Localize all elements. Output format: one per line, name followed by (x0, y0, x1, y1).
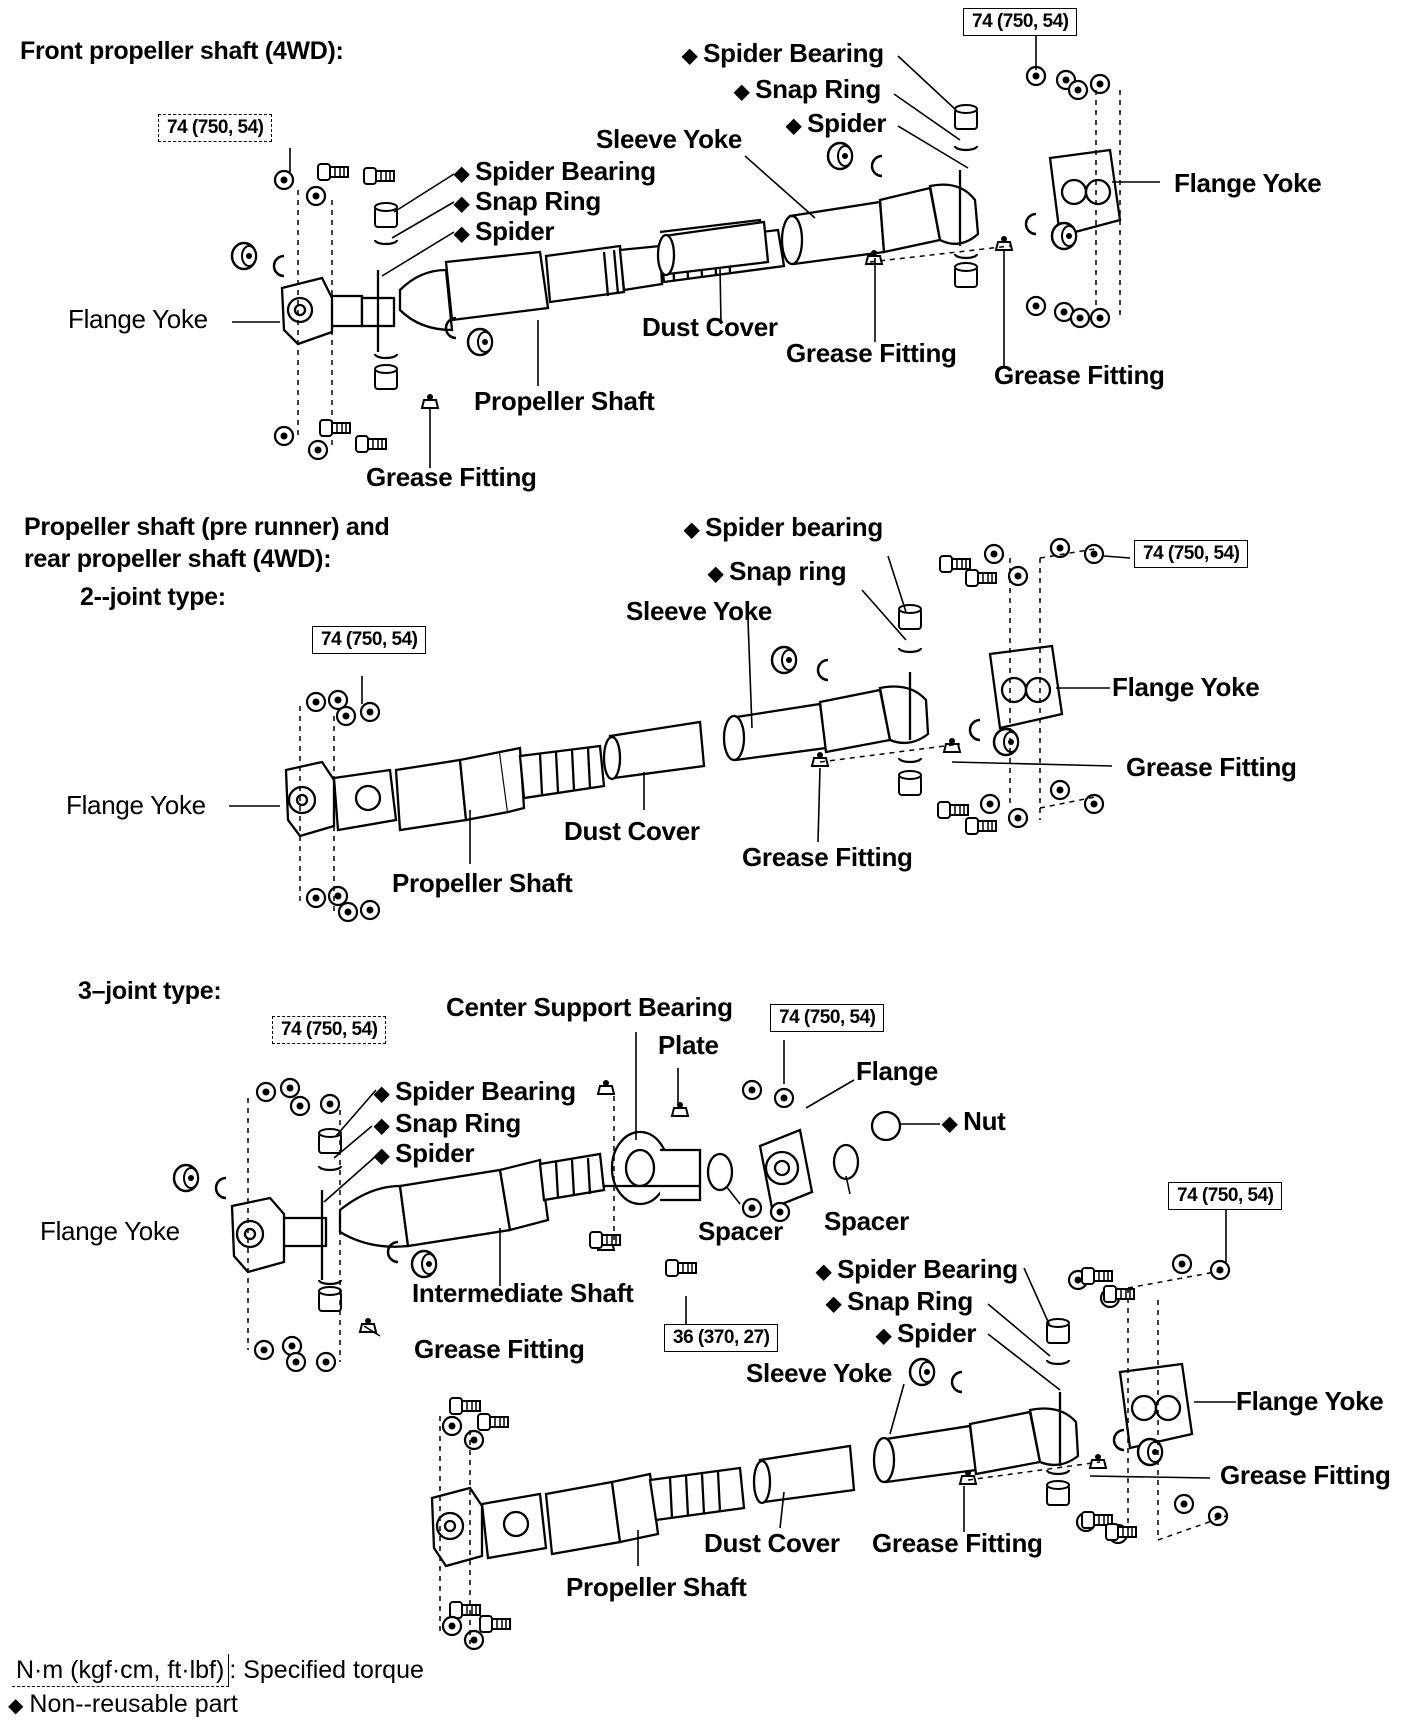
label-snap-ring: ◆Snap ring (708, 556, 847, 586)
label-grease-fitting: Grease Fitting (414, 1334, 585, 1364)
label-flange-yoke: Flange Yoke (68, 304, 208, 334)
nonreusable-marker: ◆ (734, 81, 750, 103)
label-spider-bearing: ◆Spider bearing (684, 512, 883, 542)
torque-box: 74 (750, 54) (312, 626, 427, 654)
guide-lines (247, 90, 1227, 1644)
heading-rear-line1: Propeller shaft (pre runner) and (24, 513, 390, 541)
legend-torque: N·m (kgf·cm, ft·lbf): Specified torque (12, 1654, 424, 1687)
label-grease-fitting: Grease Fitting (994, 360, 1165, 390)
label-spider-bearing: ◆Spider Bearing (454, 156, 656, 186)
three-joint-shaft (230, 1110, 1194, 1568)
label-snap-ring: ◆Snap Ring (454, 186, 601, 216)
label-grease-fitting: Grease Fitting (742, 842, 913, 872)
nonreusable-marker: ◆ (374, 1145, 390, 1167)
label-flange-yoke: Flange Yoke (1236, 1386, 1384, 1416)
torque-box: 74 (750, 54) (1134, 540, 1249, 568)
label-spider-bearing: ◆Spider Bearing (816, 1254, 1018, 1284)
label-grease-fitting: Grease Fitting (1126, 752, 1297, 782)
label-snap-ring: ◆Snap Ring (826, 1286, 973, 1316)
label-sleeve-yoke: Sleeve Yoke (626, 596, 773, 626)
label-flange-yoke: Flange Yoke (1112, 672, 1260, 702)
nonreusable-marker: ◆ (454, 223, 470, 245)
label-sleeve-yoke: Sleeve Yoke (746, 1358, 893, 1388)
label-spider: ◆Spider (876, 1318, 977, 1348)
nonreusable-marker: ◆ (826, 1293, 842, 1315)
nonreusable-marker: ◆ (876, 1325, 892, 1347)
heading-rear-line2: rear propeller shaft (4WD): (24, 545, 332, 573)
nonreusable-marker: ◆ (8, 1695, 24, 1717)
torque-box: 74 (750, 54) (963, 8, 1078, 36)
torque-box: 74 (750, 54) (770, 1004, 885, 1032)
label-spider-bearing: ◆Spider Bearing (682, 38, 884, 68)
heading-front: Front propeller shaft (4WD): (20, 37, 344, 65)
label-flange-yoke: Flange Yoke (1174, 168, 1322, 198)
label-snap-ring: ◆Snap Ring (374, 1108, 521, 1138)
label-spider-bearing: ◆Spider Bearing (374, 1076, 576, 1106)
label-flange: Flange (856, 1056, 938, 1086)
nonreusable-marker: ◆ (454, 193, 470, 215)
nonreusable-marker: ◆ (942, 1113, 958, 1135)
nonreusable-marker: ◆ (708, 563, 724, 585)
label-sleeve-yoke: Sleeve Yoke (596, 124, 743, 154)
heading-two-joint: 2--joint type: (80, 583, 226, 611)
label-spider: ◆Spider (786, 108, 887, 138)
legend-torque-text: : Specified torque (229, 1656, 424, 1684)
label-nut: ◆Nut (942, 1106, 1006, 1136)
label-spider: ◆Spider (374, 1138, 475, 1168)
label-grease-fitting: Grease Fitting (872, 1528, 1043, 1558)
torque-box: 74 (750, 54) (272, 1016, 387, 1044)
label-snap-ring: ◆Snap Ring (734, 74, 881, 104)
nonreusable-marker: ◆ (374, 1083, 390, 1105)
nonreusable-marker: ◆ (684, 519, 700, 541)
nonreusable-marker: ◆ (816, 1261, 832, 1283)
label-center-support-bearing: Center Support Bearing (446, 992, 733, 1022)
nonreusable-marker: ◆ (454, 163, 470, 185)
label-grease-fitting: Grease Fitting (366, 462, 537, 492)
legend-torque-unit: N·m (kgf·cm, ft·lbf) (12, 1654, 230, 1687)
label-spacer: Spacer (824, 1206, 909, 1236)
label-flange-yoke: Flange Yoke (66, 790, 206, 820)
legend-nonreusable: ◆Non--reusable part (8, 1688, 238, 1722)
label-flange-yoke: Flange Yoke (40, 1216, 180, 1246)
label-plate: Plate (658, 1030, 719, 1060)
legend-nonreusable-text: Non--reusable part (29, 1690, 238, 1718)
nonreusable-marker: ◆ (786, 115, 802, 137)
torque-box: 74 (750, 54) (158, 114, 273, 142)
nonreusable-marker: ◆ (374, 1115, 390, 1137)
torque-box: 36 (370, 27) (664, 1324, 779, 1352)
torque-box: 74 (750, 54) (1168, 1182, 1283, 1210)
label-intermediate-shaft: Intermediate Shaft (412, 1278, 634, 1308)
label-spider: ◆Spider (454, 216, 555, 246)
label-spacer: Spacer (698, 1216, 783, 1246)
label-propeller-shaft: Propeller Shaft (392, 868, 573, 898)
two-joint-shaft (284, 644, 1064, 838)
label-grease-fitting: Grease Fitting (1220, 1460, 1391, 1490)
nonreusable-marker: ◆ (682, 45, 698, 67)
label-dust-cover: Dust Cover (704, 1528, 840, 1558)
label-dust-cover: Dust Cover (564, 816, 700, 846)
label-propeller-shaft: Propeller Shaft (566, 1572, 747, 1602)
label-grease-fitting: Grease Fitting (786, 338, 957, 368)
leader-lines (229, 34, 1236, 1566)
label-dust-cover: Dust Cover (642, 312, 778, 342)
label-propeller-shaft: Propeller Shaft (474, 386, 655, 416)
heading-three-joint: 3–joint type: (78, 977, 222, 1005)
